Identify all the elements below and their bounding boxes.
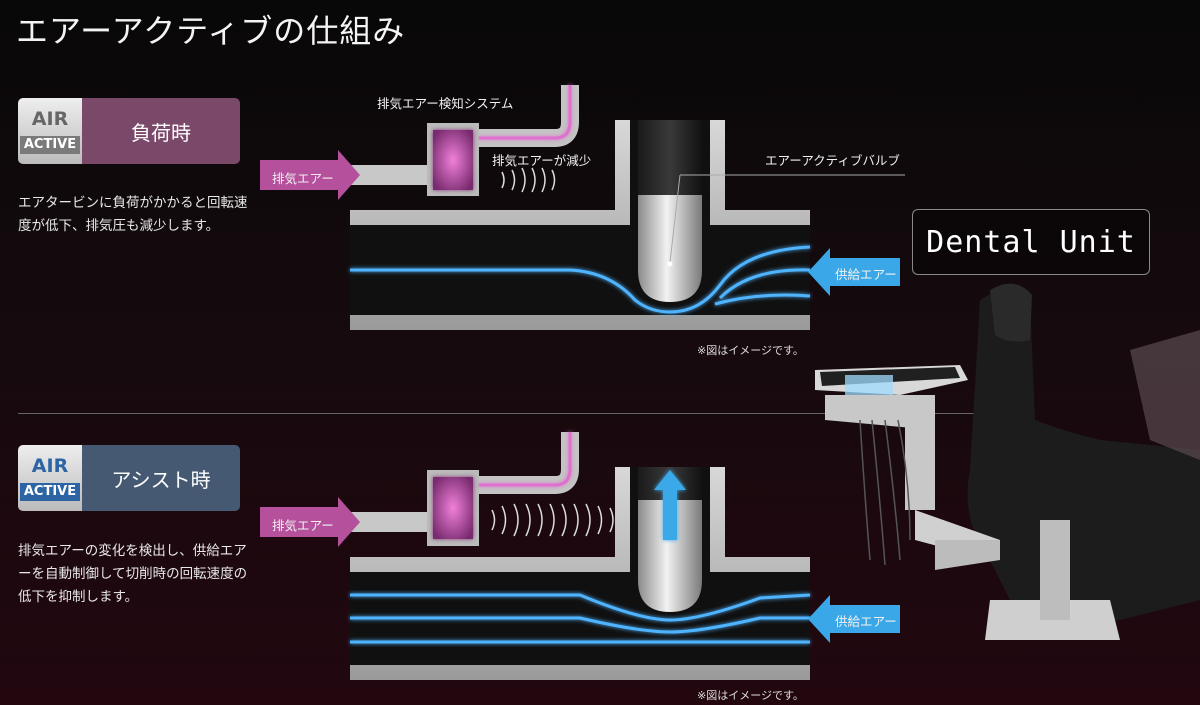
- supply-arrow-label: 供給エアー: [835, 267, 897, 282]
- air-active-logo: AIR ACTIVE: [18, 98, 82, 164]
- load-diagram: [260, 85, 905, 330]
- supply-arrow: [808, 595, 900, 643]
- load-badge-label: 負荷時: [82, 98, 240, 164]
- exhaust-decrease-label: 排気エアーが減少: [492, 153, 592, 168]
- exhaust-sensor: [433, 130, 473, 190]
- exhaust-wave-icon: [501, 167, 556, 193]
- logo-air-text: AIR: [31, 455, 69, 477]
- dental-unit-label: Dental Unit: [912, 209, 1150, 275]
- supply-flow: [350, 245, 811, 314]
- valve-label: エアーアクティブバルブ: [765, 153, 900, 168]
- exhaust-arrow: [260, 497, 360, 547]
- exhaust-wave-icon: [491, 503, 614, 537]
- image-note: ※図はイメージです。: [697, 344, 804, 357]
- exhaust-arrow: [260, 150, 360, 200]
- exhaust-arrow-label: 排気エアー: [272, 171, 334, 186]
- assist-badge: AIR ACTIVE アシスト時: [18, 445, 240, 511]
- assist-description: 排気エアーの変化を検出し、供給エアーを自動制御して切削時の回転速度の低下を抑制し…: [18, 543, 248, 605]
- exhaust-sensor: [433, 477, 473, 539]
- exhaust-detect-label: 排気エアー検知システム: [377, 96, 514, 111]
- valve-up-arrow-icon: [654, 470, 686, 540]
- supply-arrow-label: 供給エアー: [835, 614, 897, 629]
- section-divider: [18, 413, 1018, 414]
- air-active-valve: [638, 195, 702, 302]
- supply-flow: [350, 593, 811, 644]
- logo-air-text: AIR: [31, 108, 69, 130]
- air-active-valve: [638, 500, 702, 612]
- logo-active-text: ACTIVE: [19, 483, 81, 501]
- exhaust-arrow-label: 排気エアー: [272, 518, 334, 533]
- logo-active-text: ACTIVE: [19, 136, 81, 154]
- page-title: エアーアクティブの仕組み: [16, 12, 406, 50]
- dental-unit-illustration: [815, 283, 1200, 640]
- air-active-logo: AIR ACTIVE: [18, 445, 82, 511]
- assist-badge-label: アシスト時: [82, 445, 240, 511]
- load-badge: AIR ACTIVE 負荷時: [18, 98, 240, 164]
- supply-arrow: [808, 248, 900, 296]
- image-note: ※図はイメージです。: [697, 689, 804, 702]
- assist-diagram: [260, 432, 900, 680]
- load-description: エアタービンに負荷がかかると回転速度が低下、排気圧も減少します。: [18, 195, 248, 234]
